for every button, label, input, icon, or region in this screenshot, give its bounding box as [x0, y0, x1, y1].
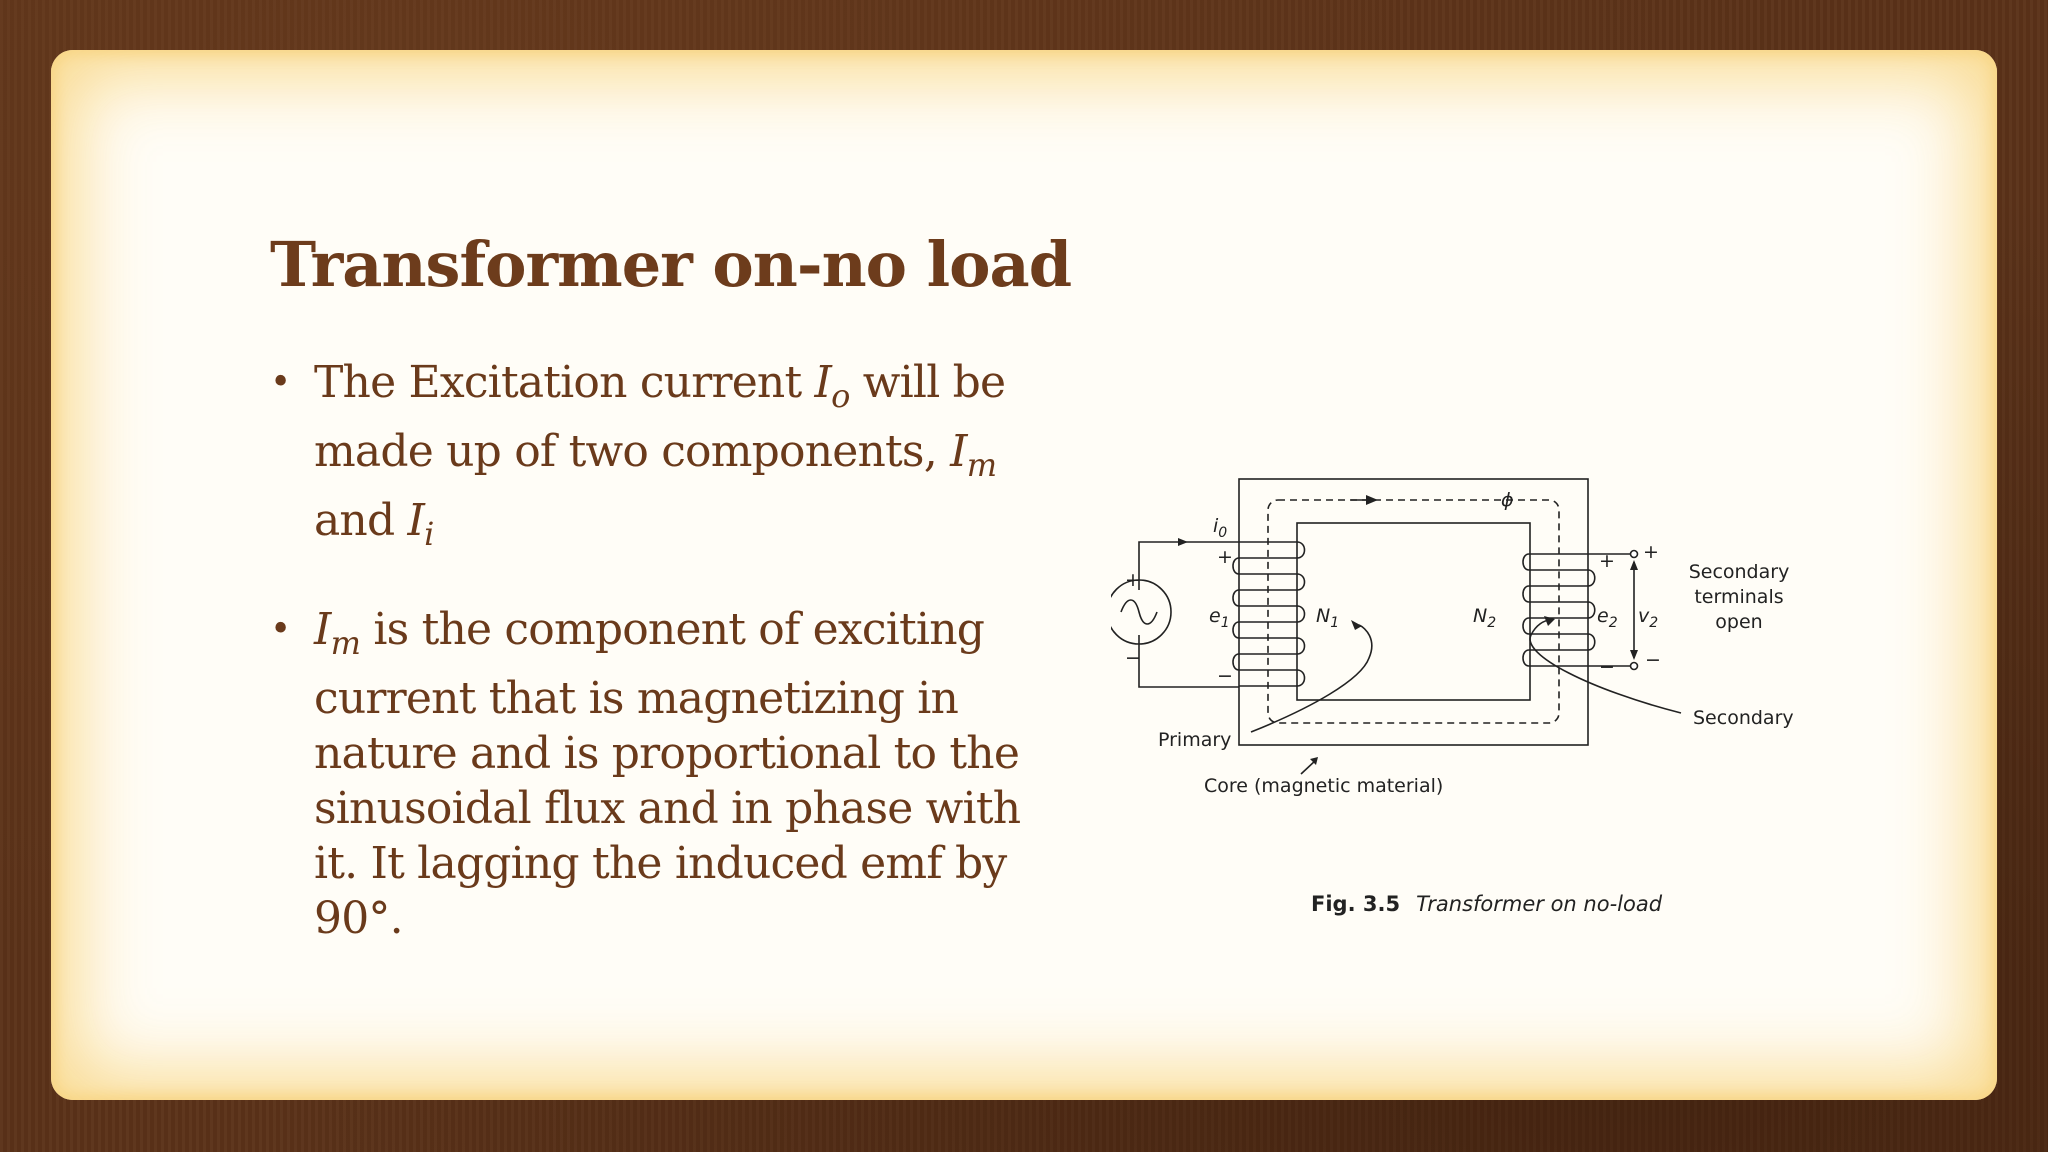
- transformer-figure: i0 ϕ + − + − e1 N1 N2 + − e2 v2 + − Seco…: [1111, 470, 1851, 930]
- bullet-1: • The Excitation current Io will be made…: [270, 355, 1060, 562]
- figure-caption: Fig. 3.5 Transformer on no-load: [1311, 892, 1662, 916]
- bullet-line: and Ii: [314, 495, 434, 553]
- bullet-dot-icon: •: [270, 609, 291, 650]
- bullet-line: Im is the component of exciting: [314, 604, 985, 662]
- bullet-line: it. It lagging the induced emf by: [314, 838, 1007, 889]
- e2-plus: +: [1599, 550, 1615, 572]
- slide-title: Transformer on-no load: [270, 228, 1072, 301]
- bullet-line: The Excitation current Io will be: [314, 357, 1006, 415]
- i0-label: i0: [1213, 515, 1227, 541]
- source-minus: −: [1125, 647, 1141, 669]
- flux-path: [1267, 499, 1560, 724]
- bullet-line: sinusoidal flux and in phase with: [314, 783, 1021, 834]
- bullet-line: 90°.: [314, 893, 404, 944]
- phi-label: ϕ: [1501, 489, 1514, 511]
- primary-bottom-wire: [1138, 635, 1239, 688]
- figure-caption-text: Transformer on no-load: [1416, 892, 1663, 916]
- core-window: [1296, 522, 1531, 701]
- bullet-line: made up of two components, Im: [314, 426, 997, 484]
- terminal-bottom-icon: [1629, 661, 1639, 671]
- v2-minus: −: [1645, 649, 1661, 671]
- core-label: Core (magnetic material): [1204, 775, 1443, 797]
- secondary-leader: [1529, 619, 1682, 714]
- secondary-terminals-label-3: open: [1715, 611, 1762, 633]
- bullet-list: • The Excitation current Io will be made…: [270, 355, 1060, 946]
- secondary-winding: [1522, 553, 1596, 667]
- e2-label: e2: [1597, 605, 1618, 631]
- bullet-line: nature and is proportional to the: [314, 728, 1020, 779]
- slide: Transformer on-no load • The Excitation …: [51, 50, 1997, 1100]
- flux-arrowhead-icon: [1366, 495, 1378, 505]
- secondary-terminals-label-2: terminals: [1694, 586, 1783, 608]
- bullet-line: current that is magnetizing in: [314, 673, 959, 724]
- secondary-label: Secondary: [1693, 707, 1794, 729]
- core-outer: [1238, 478, 1589, 746]
- primary-top-wire: [1138, 541, 1251, 590]
- transformer-diagram: i0 ϕ + − + − e1 N1 N2 + − e2 v2 + − Seco…: [1111, 478, 1794, 797]
- terminal-top-icon: [1629, 549, 1639, 559]
- primary-label: Primary: [1158, 729, 1231, 751]
- v2-label: v2: [1638, 605, 1658, 631]
- e2-minus: −: [1599, 656, 1615, 678]
- n1-label: N1: [1316, 605, 1339, 631]
- figure-number: Fig. 3.5: [1311, 892, 1401, 916]
- n2-label: N2: [1473, 605, 1496, 631]
- primary-leader-arrow-icon: [1351, 620, 1362, 630]
- source-plus: +: [1125, 569, 1141, 591]
- e1-plus: +: [1217, 546, 1233, 568]
- current-arrow-icon: [1178, 538, 1188, 546]
- primary-leader: [1250, 624, 1373, 733]
- core-leader-arrow-icon: [1310, 757, 1318, 765]
- bullet-2: • Im is the component of exciting curren…: [270, 602, 1060, 946]
- bullet-dot-icon: •: [270, 362, 291, 403]
- v2-arrowheads-icon: [1630, 560, 1638, 660]
- secondary-terminals-label-1: Secondary: [1689, 561, 1790, 583]
- v2-plus: +: [1643, 541, 1659, 563]
- e1-minus: −: [1217, 665, 1233, 687]
- sine-icon: [1120, 599, 1158, 625]
- ac-source-icon: [1111, 579, 1172, 645]
- secondary-leader-arrow-icon: [1544, 616, 1555, 626]
- e1-label: e1: [1209, 605, 1230, 631]
- primary-winding: [1232, 541, 1306, 687]
